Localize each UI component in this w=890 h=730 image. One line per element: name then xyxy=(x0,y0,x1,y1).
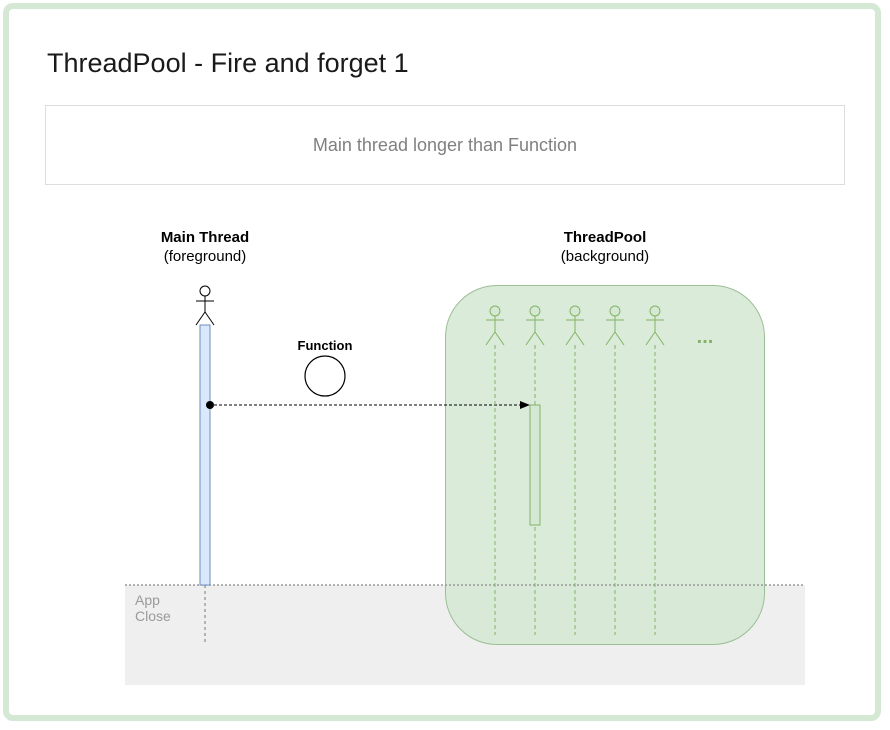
worker-actor-icon xyxy=(525,305,545,346)
worker-actor-icon xyxy=(565,305,585,346)
main-thread-actor-icon xyxy=(195,285,215,326)
main-thread-activation-bar xyxy=(199,324,211,586)
function-label: Function xyxy=(297,338,353,353)
diagram-title: ThreadPool - Fire and forget 1 xyxy=(47,48,409,78)
pool-worker-1 xyxy=(485,305,505,635)
pool-worker-2 xyxy=(525,305,545,635)
main-thread-name: Main Thread xyxy=(160,229,250,246)
function-activation-bar xyxy=(529,404,541,526)
worker-actor-icon xyxy=(605,305,625,346)
worker-actor-icon xyxy=(485,305,505,346)
message-start-dot xyxy=(206,401,214,409)
more-workers-indicator: ... xyxy=(697,326,714,348)
subtitle-text: Main thread longer than Function xyxy=(312,134,578,155)
main-thread-heading: Main Thread (foreground) xyxy=(105,228,305,266)
function-circle xyxy=(304,355,346,397)
app-close-label: App Close xyxy=(135,592,171,624)
pool-worker-3 xyxy=(565,305,585,635)
worker-actor-icon xyxy=(645,305,665,346)
subtitle-box: Main thread longer than Function xyxy=(45,105,845,185)
main-thread-qualifier: (foreground) xyxy=(163,248,247,265)
threadpool-qualifier: (background) xyxy=(560,248,650,265)
threadpool-heading: ThreadPool (background) xyxy=(505,228,705,266)
pool-worker-5 xyxy=(645,305,665,635)
pool-worker-4 xyxy=(605,305,625,635)
threadpool-name: ThreadPool xyxy=(563,229,647,246)
